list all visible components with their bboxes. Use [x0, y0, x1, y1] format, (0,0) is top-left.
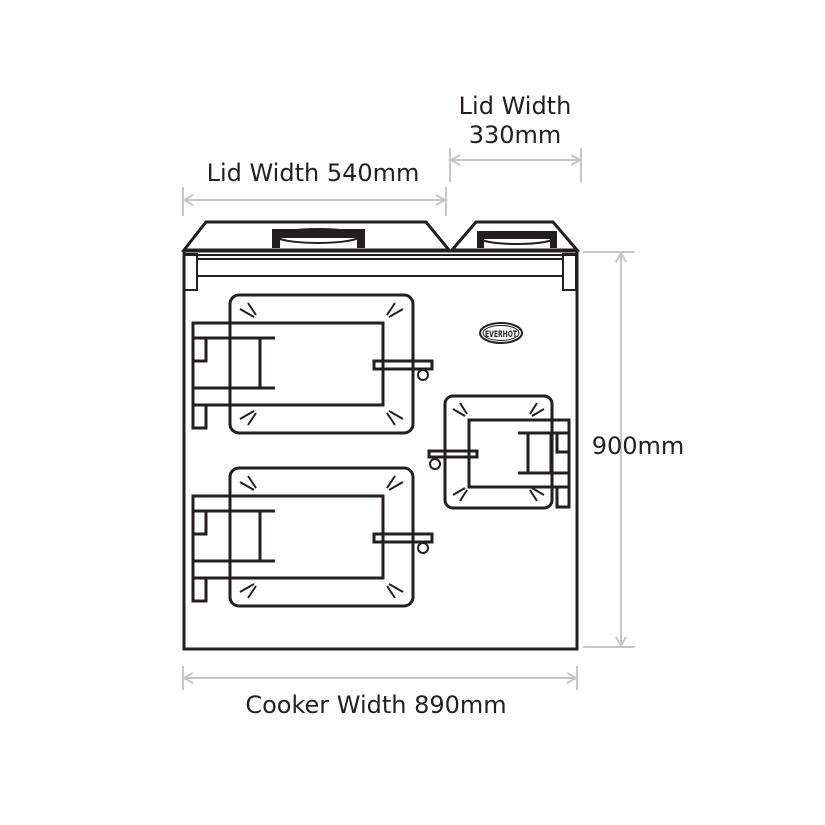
everhot-logo: EVERHOT	[479, 322, 523, 344]
hinge-block	[191, 576, 208, 603]
left-lid-width-label: Lid Width 540mm	[207, 159, 420, 187]
cooker-width-dimension: Cooker Width 890mm	[181, 666, 579, 719]
hinge-block	[191, 403, 208, 430]
cooker-width-label: Cooker Width 890mm	[245, 691, 506, 719]
towel-rail	[183, 253, 577, 291]
door-handle[interactable]	[372, 532, 434, 544]
right-lid-width-value: 330mm	[469, 121, 562, 149]
svg-text:EVERHOT: EVERHOT	[485, 330, 518, 340]
top-left-oven-door[interactable]	[191, 293, 434, 435]
left-lid	[180, 220, 453, 252]
left-lid-dimension: Lid Width 540mm	[181, 159, 448, 216]
bottom-left-oven-door[interactable]	[191, 466, 434, 608]
hinge-block	[191, 336, 208, 363]
door-handle[interactable]	[427, 449, 479, 459]
height-label: 900mm	[592, 432, 685, 460]
hinge-block	[555, 431, 571, 454]
cooker-body	[182, 249, 579, 651]
right-lid-width-label: Lid Width	[459, 92, 572, 120]
hinge-block	[555, 485, 571, 509]
right-lid	[448, 220, 581, 252]
right-small-oven-door[interactable]	[427, 394, 571, 510]
right-lid-dimension: Lid Width 330mm	[448, 92, 583, 182]
hinge-block	[191, 509, 208, 536]
height-dimension: 900mm	[583, 250, 685, 649]
door-handle[interactable]	[372, 359, 434, 371]
